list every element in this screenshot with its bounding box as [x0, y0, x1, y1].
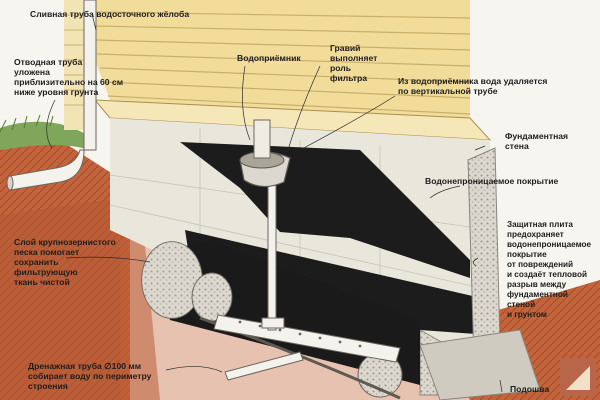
catch-basin [239, 119, 291, 188]
footing [419, 329, 541, 400]
downspout-pipe [6, 0, 97, 191]
label-footing: Подошва [510, 384, 550, 394]
label-downspout: Сливная труба водосточного жёлоба [30, 9, 190, 19]
label-drain-pipe: Дренажная труба ∅100 мм собирает воду по… [28, 361, 152, 391]
leader-lines [46, 13, 503, 393]
label-sand-layer: Слой крупнозернистого песка помогает сох… [14, 237, 116, 287]
label-protective-board: Защитная плита предохраняет водонепрониц… [507, 220, 592, 319]
publisher-logo [560, 358, 596, 396]
label-waterproofing: Водонепроницаемое покрытие [425, 176, 559, 186]
perforated-drain-pipe [213, 314, 401, 381]
label-vertical-pipe: Из водоприёмника вода удаляется по верти… [398, 76, 548, 96]
house-siding [90, 0, 492, 141]
label-gravel: Гравий выполняет роль фильтра [330, 43, 378, 83]
label-foundation-wall: Фундаментная стена [505, 131, 569, 151]
label-outlet-pipe: Отводная труба уложена приблизительно на… [14, 57, 124, 97]
label-catch-basin: Водоприёмник [237, 53, 301, 63]
